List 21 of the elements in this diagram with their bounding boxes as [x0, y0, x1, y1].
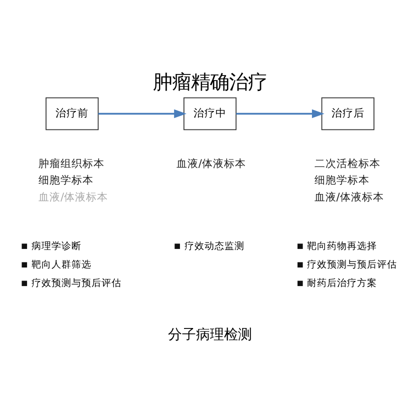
label: 病理学诊断	[31, 240, 82, 252]
node-label: 二次活检标本	[314, 157, 380, 170]
arrow	[98, 108, 186, 118]
node-box: 治疗后	[321, 96, 374, 130]
label: 疗效预测与预后评估	[307, 258, 398, 270]
label: 疗效动态监测	[184, 240, 244, 252]
node-box: 治疗中	[183, 96, 237, 130]
arrow	[236, 108, 324, 118]
label: 靶向人群筛选	[31, 258, 92, 270]
label: 靶向药物再选择	[307, 240, 378, 252]
label: 疗效预测与预后评估	[31, 277, 122, 288]
node-label: 细胞学标本	[38, 174, 94, 186]
diagram-title: 肿瘤精确治疗	[153, 70, 267, 94]
node-label: 细胞学标本	[314, 174, 370, 186]
label: 耐药后治疗方案	[307, 277, 378, 288]
node-label: 血液/体液标本	[314, 190, 384, 203]
node-label: 肿瘤组织标本	[38, 157, 105, 170]
caption: 分子病理检测	[168, 326, 252, 342]
node-label: 血液/体液标本	[176, 157, 246, 170]
node-label: 血液/体液标本	[38, 190, 108, 203]
node-box: 治疗前	[46, 96, 99, 130]
